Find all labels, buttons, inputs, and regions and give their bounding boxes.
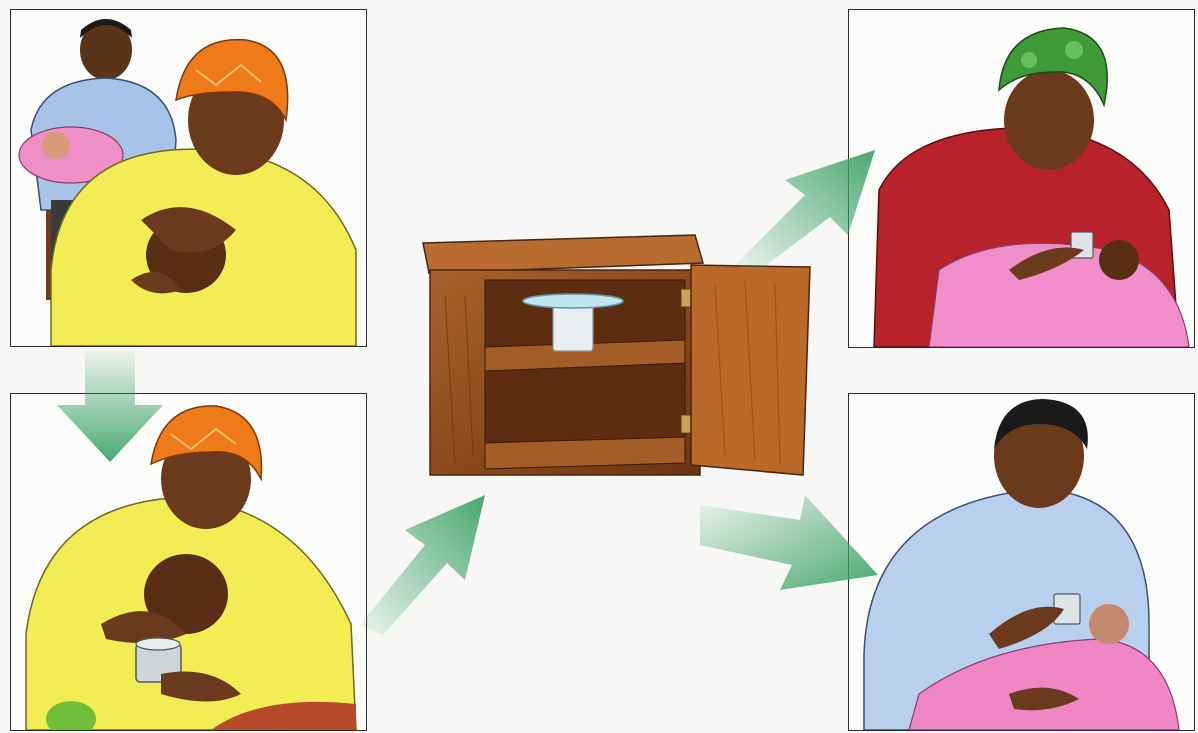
panel-father-cup-feeds xyxy=(848,393,1195,731)
father-cup-feeds-illustration xyxy=(849,394,1194,730)
express-milk-illustration xyxy=(11,10,366,346)
cupboard-illustration xyxy=(415,225,815,490)
panel-collect-in-cup xyxy=(10,393,367,731)
panel-mother-cup-feeds xyxy=(848,9,1195,348)
panel-store-in-cupboard xyxy=(415,225,815,490)
mother-cup-feeds-illustration xyxy=(849,10,1194,347)
arrow-collect-to-store xyxy=(355,485,490,635)
panel-express-milk xyxy=(10,9,367,347)
collect-in-cup-illustration xyxy=(11,394,366,730)
diagonal-arrow-icon xyxy=(355,485,490,635)
